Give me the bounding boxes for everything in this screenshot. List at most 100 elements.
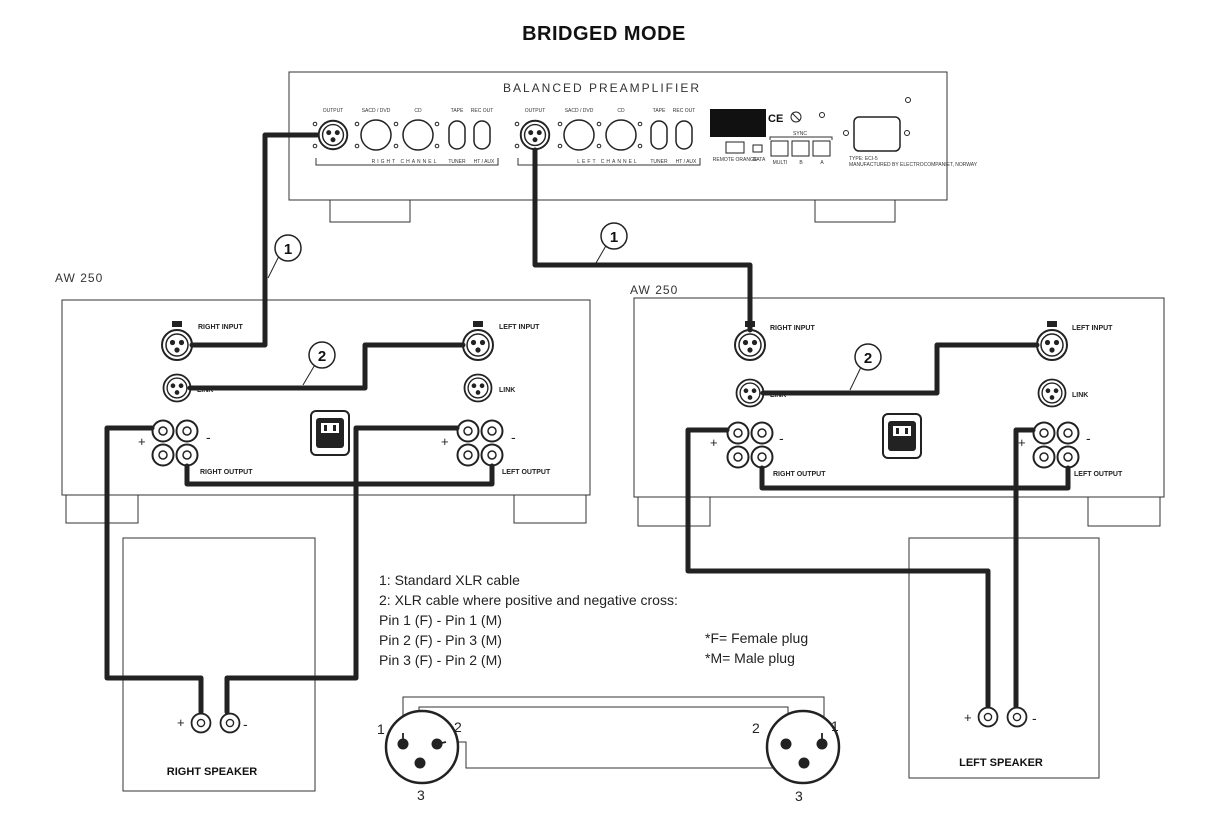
right-output-plus-terminal-2[interactable] [726, 445, 750, 469]
left-input-label: LEFT INPUT [499, 324, 540, 331]
preamp-right-tape-jack[interactable] [448, 120, 466, 150]
right-input-xlr[interactable] [734, 329, 766, 361]
preamp-right-sacd-xlr[interactable] [360, 119, 392, 151]
left-output-plus-terminal-2[interactable] [1032, 445, 1056, 469]
power-inlet-icon[interactable] [882, 413, 922, 459]
left-output-minus-terminal-2[interactable] [480, 443, 504, 467]
data-label: DATA [753, 157, 766, 163]
power-inlet-icon[interactable] [310, 410, 350, 456]
right-link-xlr[interactable] [735, 378, 765, 408]
xlr-cable-1-left [532, 147, 753, 333]
speaker-wire-left-plus [685, 427, 991, 709]
sync-multi-port[interactable] [770, 140, 789, 157]
right-speaker-plus-terminal[interactable] [190, 712, 212, 734]
left-input-xlr[interactable] [1036, 329, 1068, 361]
right-speaker-minus-terminal[interactable] [219, 712, 241, 734]
preamp-left-cd-xlr[interactable] [605, 119, 637, 151]
minus-sign: - [511, 429, 516, 445]
sync-label: SYNC [793, 131, 807, 137]
preamp-left-sacd-xlr[interactable] [563, 119, 595, 151]
plus-sign: + [964, 710, 972, 725]
cable-2-marker [854, 343, 882, 371]
right-output-minus-terminal-2[interactable] [750, 445, 774, 469]
balanced-preamplifier: BALANCED PREAMPLIFIER OUTPUT SACD / DVD … [288, 71, 978, 223]
left-cd-jack-label: CD [617, 108, 625, 114]
data-port[interactable] [752, 144, 763, 153]
speaker-wire-left-minus [1013, 427, 1036, 709]
left-output-minus-terminal[interactable] [1056, 421, 1080, 445]
left-output-minus-terminal-2[interactable] [1056, 445, 1080, 469]
right-htaux-label: HT / AUX [474, 159, 495, 165]
left-sacd-jack-label: SACD / DVD [565, 108, 594, 114]
remote-port[interactable] [725, 141, 745, 154]
right-input-xlr[interactable] [161, 329, 193, 361]
left-output-plus-terminal[interactable] [1032, 421, 1056, 445]
output-jumper-left-amp [184, 463, 495, 487]
preamp-left-channel: OUTPUT SACD / DVD CD TAPE REC OUT LEFT C… [514, 108, 701, 166]
note-line: Pin 1 (F) - Pin 1 (M) [379, 612, 502, 628]
speaker-wire-right-minus [224, 425, 460, 715]
sync-a-label: A [820, 160, 824, 166]
cable-1-number: 1 [610, 229, 618, 246]
right-output-minus-terminal[interactable] [175, 419, 199, 443]
preamp-power-inlet[interactable] [853, 116, 901, 152]
amp-foot-right [513, 494, 587, 524]
preamp-right-recout-jack[interactable] [473, 120, 491, 150]
preamp-right-cd-xlr[interactable] [402, 119, 434, 151]
left-speaker-plus-terminal[interactable] [977, 706, 999, 728]
cable-2-marker [308, 341, 336, 369]
sync-b-port[interactable] [791, 140, 810, 157]
legend-female: *F= Female plug [705, 630, 808, 646]
left-output-plus-terminal[interactable] [456, 419, 480, 443]
left-link-xlr[interactable] [463, 373, 493, 403]
cable-1-marker [600, 222, 628, 250]
right-output-minus-terminal-2[interactable] [175, 443, 199, 467]
right-tape-jack-label: TAPE [451, 108, 464, 114]
pin-label: 3 [417, 787, 425, 803]
plus-sign: + [177, 715, 185, 730]
minus-sign: - [779, 430, 784, 446]
minus-sign: - [1032, 710, 1037, 726]
left-output-minus-terminal[interactable] [480, 419, 504, 443]
left-link-xlr[interactable] [1037, 378, 1067, 408]
left-output-plus-terminal-2[interactable] [456, 443, 480, 467]
preamp-left-output-xlr[interactable] [519, 119, 551, 151]
right-output-plus-terminal[interactable] [726, 421, 750, 445]
right-output-minus-terminal[interactable] [750, 421, 774, 445]
right-speaker: + - RIGHT SPEAKER [122, 537, 316, 792]
amplifier-label: AW 250 [630, 283, 678, 297]
note-line: 1: Standard XLR cable [379, 572, 520, 588]
right-output-plus-terminal-2[interactable] [151, 443, 175, 467]
amp-foot-left [65, 494, 139, 524]
right-input-label: RIGHT INPUT [770, 325, 815, 332]
minus-sign: - [206, 429, 211, 445]
left-input-xlr[interactable] [462, 329, 494, 361]
right-link-xlr[interactable] [162, 373, 192, 403]
preamp-left-tape-jack[interactable] [650, 120, 668, 150]
amp-foot-left [637, 496, 711, 527]
right-recout-jack-label: REC OUT [471, 108, 494, 114]
right-output-plus-terminal[interactable] [151, 419, 175, 443]
right-speaker-label: RIGHT SPEAKER [167, 766, 258, 778]
sync-a-port[interactable] [812, 140, 831, 157]
left-output-jack-label: OUTPUT [525, 108, 546, 114]
type-label: TYPE: ECI-5 [849, 156, 878, 162]
left-htaux-label: HT / AUX [676, 159, 697, 165]
notes: 1: Standard XLR cable 2: XLR cable where… [379, 572, 808, 668]
right-input-label: RIGHT INPUT [198, 324, 243, 331]
plus-sign: + [441, 434, 449, 449]
preamp-left-recout-jack[interactable] [675, 120, 693, 150]
legend-male: *M= Male plug [705, 650, 795, 666]
right-output-jack-label: OUTPUT [323, 108, 344, 114]
ce-mark: CE [768, 113, 783, 125]
left-speaker-minus-terminal[interactable] [1006, 706, 1028, 728]
plus-sign: + [1018, 435, 1026, 450]
left-link-label: LINK [1072, 392, 1088, 399]
left-output-label: LEFT OUTPUT [1074, 471, 1123, 478]
right-sacd-jack-label: SACD / DVD [362, 108, 391, 114]
preamp-right-output-xlr[interactable] [317, 119, 349, 151]
cable-1-marker [274, 234, 302, 262]
pin-label: 1 [377, 721, 385, 737]
left-input-label: LEFT INPUT [1072, 325, 1113, 332]
